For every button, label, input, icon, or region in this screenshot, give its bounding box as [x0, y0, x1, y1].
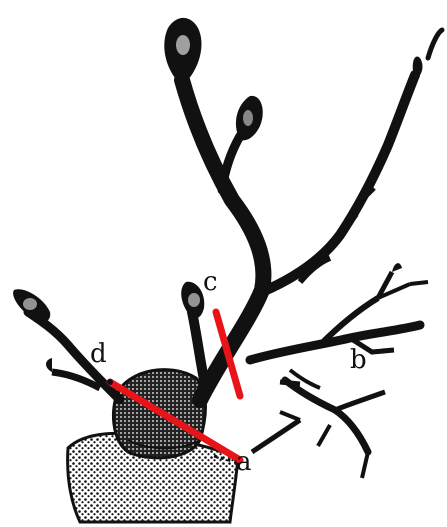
label-c: c [203, 267, 218, 297]
middle-bud [181, 282, 205, 385]
upper-right-shoot [262, 30, 442, 292]
label-a: a [236, 447, 252, 477]
cut-mark-d-icon [107, 379, 113, 385]
label-d: d [90, 339, 107, 369]
lateral-spur-cluster [250, 263, 428, 478]
label-b: b [350, 345, 367, 375]
main-branch [164, 18, 263, 400]
